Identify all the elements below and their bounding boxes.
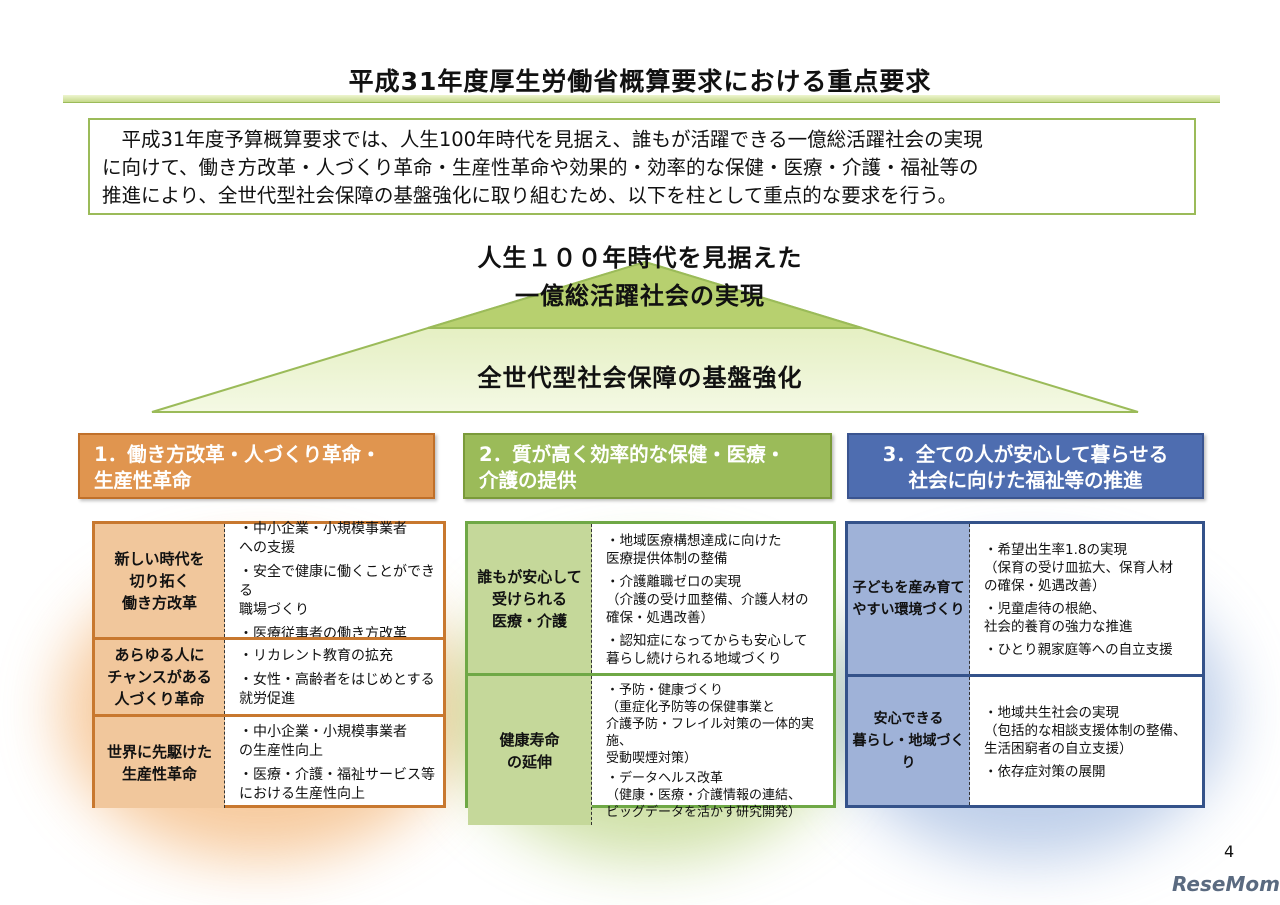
- table-row: 安心できる 暮らし・地域づくり ・地域共生社会の実現 （包括的な相談支援体制の整…: [848, 674, 1202, 805]
- list-item: ・認知症になってからも安心して 暮らし続けられる地域づくり: [606, 632, 808, 667]
- pillar-3-table: 子どもを産み育て やすい環境づくり ・希望出生率1.8の実現 （保育の受け皿拡大…: [845, 521, 1205, 808]
- list-item: ・女性・高齢者をはじめとする 就労促進: [239, 672, 435, 707]
- row-label: 子どもを産み育て やすい環境づくり: [848, 524, 970, 674]
- table-row: 子どもを産み育て やすい環境づくり ・希望出生率1.8の実現 （保育の受け皿拡大…: [848, 524, 1202, 674]
- table-row: 新しい時代を 切り拓く 働き方改革 ・中小企業・小規模事業者 への支援・安全で健…: [95, 521, 443, 642]
- list-item: ・介護離職ゼロの実現 （介護の受け皿整備、介護人材の 確保・処遇改善）: [606, 573, 809, 626]
- title-underline: [63, 95, 1220, 103]
- list-item: ・リカレント教育の拡充: [239, 648, 393, 664]
- pillar-3-header: 3．全ての人が安心して暮らせる 社会に向けた福祉等の推進: [847, 433, 1204, 499]
- slide-title: 平成31年度厚生労働省概算要求における重点要求: [348, 67, 932, 96]
- pillar-1-header: 1．働き方改革・人づくり革命・ 生産性革命: [78, 433, 435, 499]
- pyramid-top-line2: 一億総活躍社会の実現: [515, 282, 765, 310]
- pyramid-top-line1: 人生１００年時代を見据えた: [477, 244, 803, 272]
- pyramid: [151, 260, 1139, 413]
- list-item: ・医療・介護・福祉サービス等 における生産性向上: [239, 767, 435, 802]
- row-label: あらゆる人に チャンスがある 人づくり革命: [95, 640, 225, 714]
- list-item: ・予防・健康づくり （重症化予防等の保健事業と 介護予防・フレイル対策の一体的実…: [606, 683, 815, 766]
- pyramid-base-shape: [151, 260, 1139, 413]
- list-item: ・中小企業・小規模事業者 の生産性向上: [239, 724, 407, 759]
- list-item: ・安全で健康に働くことができる 職場づくり: [239, 563, 435, 618]
- list-item: ・ひとり親家庭等への自立支援: [984, 642, 1173, 658]
- list-item: ・希望出生率1.8の実現 （保育の受け皿拡大、保育人材 の確保・処遇改善）: [984, 542, 1173, 594]
- row-label: 世界に先駆けた 生産性革命: [95, 717, 225, 808]
- pillar-1-table: 新しい時代を 切り拓く 働き方改革 ・中小企業・小規模事業者 への支援・安全で健…: [92, 521, 446, 808]
- table-row: 健康寿命 の延伸 ・予防・健康づくり （重症化予防等の保健事業と 介護予防・フレ…: [468, 673, 833, 825]
- row-label: 健康寿命 の延伸: [468, 676, 592, 825]
- pyramid-base-text: 全世代型社会保障の基盤強化: [477, 364, 803, 392]
- pyramid-top-shape: [427, 260, 863, 329]
- intro-text: 平成31年度予算概算要求では、人生100年時代を見据え、誰もが活躍できる一億総活…: [88, 118, 1196, 215]
- row-label: 新しい時代を 切り拓く 働き方改革: [95, 524, 225, 637]
- list-item: ・児童虐待の根絶、 社会的養育の強力な推進: [984, 601, 1133, 635]
- table-row: 世界に先駆けた 生産性革命 ・中小企業・小規模事業者 の生産性向上・医療・介護・…: [95, 714, 443, 808]
- resemom-logo: ReseMom: [1172, 872, 1280, 896]
- pillar-2-header: 2．質が高く効率的な保健・医療・ 介護の提供: [463, 433, 832, 499]
- page-number: 4: [1224, 842, 1235, 861]
- row-label: 誰もが安心して 受けられる 医療・介護: [468, 524, 592, 673]
- list-item: ・中小企業・小規模事業者 への支援: [239, 520, 407, 556]
- list-item: ・地域医療構想達成に向けた 医療提供体制の整備: [606, 532, 782, 567]
- list-item: ・データヘルス改革 （健康・医療・介護情報の連結、 ビッグデータを活かす研究開発…: [606, 771, 802, 820]
- list-item: ・依存症対策の展開: [984, 763, 1106, 780]
- table-row: 誰もが安心して 受けられる 医療・介護 ・地域医療構想達成に向けた 医療提供体制…: [468, 524, 833, 673]
- table-row: あらゆる人に チャンスがある 人づくり革命 ・リカレント教育の拡充・女性・高齢者…: [95, 637, 443, 714]
- pillar-2-table: 誰もが安心して 受けられる 医療・介護 ・地域医療構想達成に向けた 医療提供体制…: [465, 521, 836, 825]
- row-label: 安心できる 暮らし・地域づくり: [848, 677, 970, 805]
- list-item: ・地域共生社会の実現 （包括的な相談支援体制の整備、 生活困窮者の自立支援）: [984, 704, 1187, 757]
